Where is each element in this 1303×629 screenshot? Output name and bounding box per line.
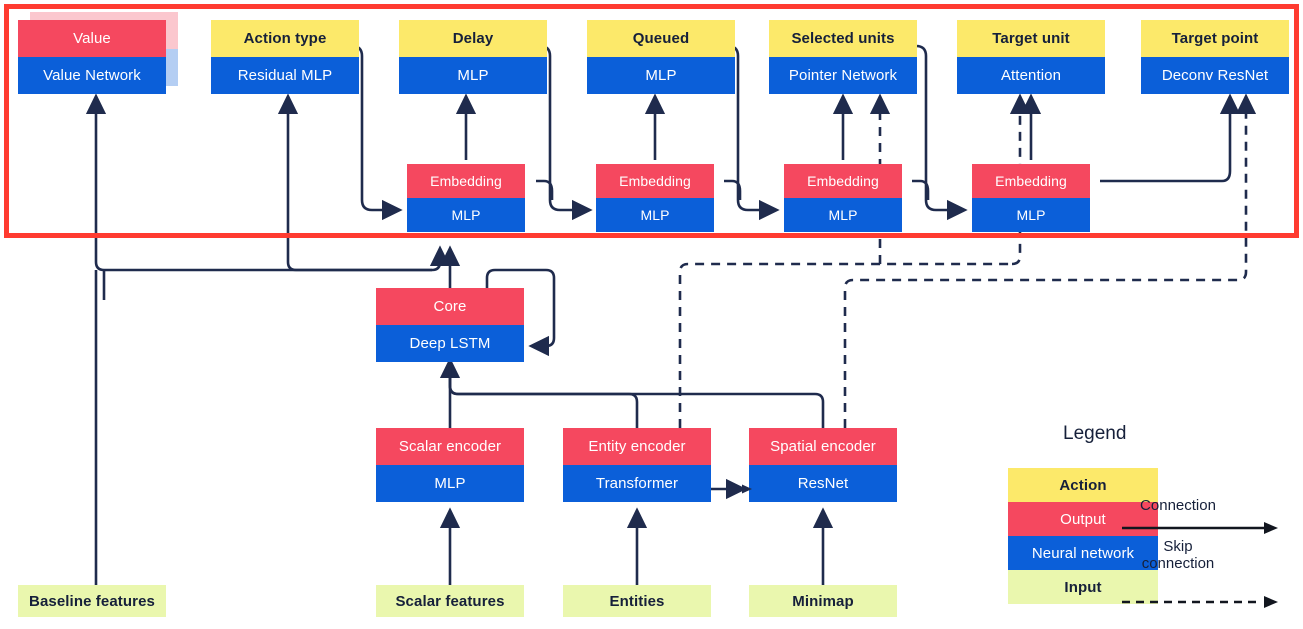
node-target-unit-label: Target unit	[957, 20, 1105, 57]
node-delay[interactable]: Delay MLP	[399, 20, 547, 94]
node-embedding-1-network: MLP	[407, 198, 525, 232]
node-embedding-3-network: MLP	[784, 198, 902, 232]
node-entity-encoder-label: Entity encoder	[563, 428, 711, 465]
node-value-network: Value Network	[18, 57, 166, 94]
node-scalar-encoder-label: Scalar encoder	[376, 428, 524, 465]
node-target-unit-network: Attention	[957, 57, 1105, 94]
node-embedding-3-label: Embedding	[784, 164, 902, 198]
node-queued-network: MLP	[587, 57, 735, 94]
node-selected-units[interactable]: Selected units Pointer Network	[769, 20, 917, 94]
legend-swatches: Action Output Neural network Input	[1008, 468, 1158, 604]
legend-title: Legend	[1063, 423, 1127, 444]
node-target-unit[interactable]: Target unit Attention	[957, 20, 1105, 94]
node-scalar-encoder[interactable]: Scalar encoder MLP	[376, 428, 524, 502]
node-input-entities[interactable]: Entities	[563, 585, 711, 617]
node-spatial-encoder-network: ResNet	[749, 465, 897, 502]
legend-skip-arrow	[1122, 596, 1278, 608]
node-input-scalar-features[interactable]: Scalar features	[376, 585, 524, 617]
node-scalar-encoder-network: MLP	[376, 465, 524, 502]
node-target-point[interactable]: Target point Deconv ResNet	[1141, 20, 1289, 94]
node-input-baseline-features[interactable]: Baseline features	[18, 585, 166, 617]
node-core[interactable]: Core Deep LSTM	[376, 288, 524, 362]
node-selected-units-label: Selected units	[769, 20, 917, 57]
node-core-network: Deep LSTM	[376, 325, 524, 362]
legend-swatch-input: Input	[1008, 570, 1158, 604]
node-queued[interactable]: Queued MLP	[587, 20, 735, 94]
node-entity-encoder[interactable]: Entity encoder Transformer	[563, 428, 711, 502]
node-embedding-1-label: Embedding	[407, 164, 525, 198]
legend-connection-arrow	[1122, 522, 1278, 534]
legend-swatch-output: Output	[1008, 502, 1158, 536]
legend-swatch-neural-network: Neural network	[1008, 536, 1158, 570]
node-embedding-4[interactable]: Embedding MLP	[972, 164, 1090, 232]
node-embedding-2[interactable]: Embedding MLP	[596, 164, 714, 232]
node-spatial-encoder[interactable]: Spatial encoder ResNet	[749, 428, 897, 502]
node-embedding-2-label: Embedding	[596, 164, 714, 198]
node-embedding-4-network: MLP	[972, 198, 1090, 232]
node-value[interactable]: Value Value Network	[18, 20, 166, 94]
legend-swatch-action: Action	[1008, 468, 1158, 502]
node-spatial-encoder-label: Spatial encoder	[749, 428, 897, 465]
node-action-type-label: Action type	[211, 20, 359, 57]
node-embedding-2-network: MLP	[596, 198, 714, 232]
node-selected-units-network: Pointer Network	[769, 57, 917, 94]
node-entity-encoder-network: Transformer	[563, 465, 711, 502]
legend-connection-label: Connection	[1140, 497, 1216, 514]
node-embedding-4-label: Embedding	[972, 164, 1090, 198]
node-input-minimap[interactable]: Minimap	[749, 585, 897, 617]
node-value-label: Value	[18, 20, 166, 57]
node-target-point-label: Target point	[1141, 20, 1289, 57]
node-action-type-network: Residual MLP	[211, 57, 359, 94]
node-action-type[interactable]: Action type Residual MLP	[211, 20, 359, 94]
node-delay-network: MLP	[399, 57, 547, 94]
node-target-point-network: Deconv ResNet	[1141, 57, 1289, 94]
node-delay-label: Delay	[399, 20, 547, 57]
node-queued-label: Queued	[587, 20, 735, 57]
wire-entity-to-spatial	[711, 478, 752, 500]
node-core-label: Core	[376, 288, 524, 325]
node-embedding-3[interactable]: Embedding MLP	[784, 164, 902, 232]
node-embedding-1[interactable]: Embedding MLP	[407, 164, 525, 232]
legend-skip-label: Skip connection	[1141, 538, 1215, 573]
